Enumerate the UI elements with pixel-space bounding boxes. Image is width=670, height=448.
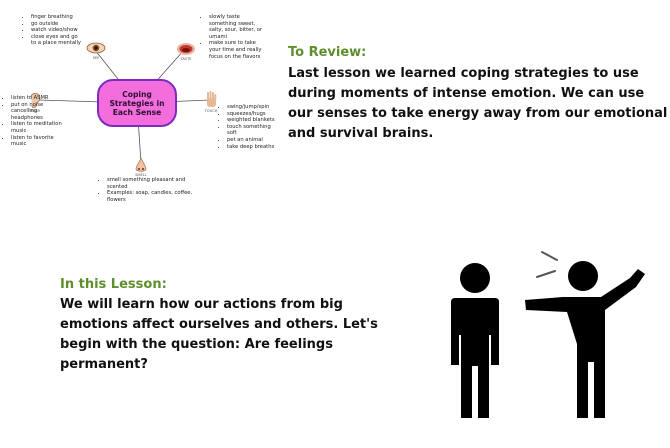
list-item: go outside (31, 21, 84, 28)
eye-icon (86, 40, 106, 56)
list-item: Examples: soap, candles, coffee, flowers (107, 190, 194, 203)
list-item: listen to favorite music (11, 135, 64, 148)
list-item: touch something soft (227, 124, 280, 137)
speech-lines-icon (536, 251, 558, 278)
lesson-line: We will learn how our actions from big (60, 297, 343, 312)
nose-icon (133, 157, 149, 173)
list-item: put on noise cancelling headphones (11, 102, 64, 122)
smell-list: smell something pleasant and scented Exa… (98, 177, 194, 203)
hearing-list: listen to ASMR put on noise cancelling h… (2, 95, 64, 148)
sight-caption: SEE (92, 56, 100, 60)
touch-caption: TOUCH (204, 109, 218, 113)
person-gesturing-icon (525, 261, 645, 418)
list-item: watch video/show (31, 27, 84, 34)
ear-icon (28, 91, 42, 109)
review-heading: To Review: (288, 45, 367, 60)
list-item: listen to meditation music (11, 121, 64, 134)
mouth-icon (176, 41, 196, 57)
touch-list: swing/jump/spin squeezes/hugs weighted b… (218, 104, 280, 150)
hearing-caption: HEAR (30, 109, 40, 113)
list-item: close eyes and go to a place mentally (31, 34, 84, 47)
lesson-paragraph: We will learn how our actions from big e… (60, 295, 400, 375)
list-item: make sure to take your time and really f… (209, 40, 266, 60)
list-item: slowly taste something sweet, salty, sou… (209, 14, 266, 40)
list-item: weighted blankets (227, 117, 280, 124)
sight-list: finger breathing go outside watch video/… (22, 14, 84, 47)
list-item: listen to ASMR (11, 95, 64, 102)
coping-mindmap: Coping Strategies in Each Sense SEE TAST… (0, 0, 280, 215)
list-item: squeezes/hugs (227, 111, 280, 118)
list-item: smell something pleasant and scented (107, 177, 194, 190)
list-item: take deep breaths (227, 144, 280, 151)
lesson-line: begin with the question: Are feelings (60, 337, 333, 352)
person-standing-icon (451, 263, 499, 418)
mindmap-center-bubble: Coping Strategies in Each Sense (97, 79, 177, 127)
list-item: swing/jump/spin (227, 104, 280, 111)
two-people-arguing-icon (425, 240, 670, 444)
list-item: pet an animal (227, 137, 280, 144)
review-paragraph: Last lesson we learned coping strategies… (288, 64, 668, 144)
taste-caption: TASTE (180, 57, 192, 61)
list-item: finger breathing (31, 14, 84, 21)
lesson-line: permanent? (60, 357, 148, 372)
lesson-line: emotions affect ourselves and others. Le… (60, 317, 378, 332)
review-line: and survival brains. (288, 126, 434, 141)
taste-list: slowly taste something sweet, salty, sou… (200, 14, 266, 60)
review-line: Last lesson we learned coping strategies… (288, 66, 639, 81)
lesson-heading: In this Lesson: (60, 277, 167, 292)
review-line: during moments of intense emotion. We ca… (288, 86, 645, 101)
smell-caption: SMELL (135, 173, 147, 177)
hand-icon (203, 90, 219, 108)
review-line: our senses to take energy away from our … (288, 106, 668, 121)
